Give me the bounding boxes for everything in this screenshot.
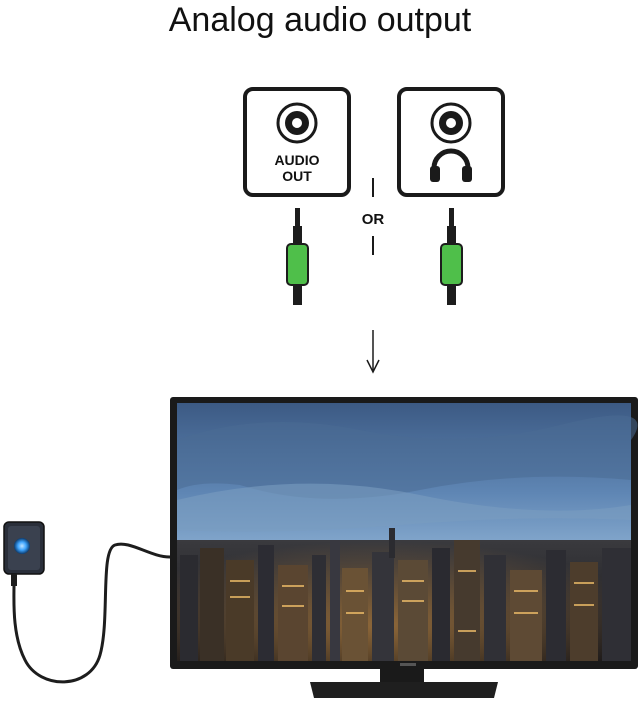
tv-screen-cityscape — [177, 403, 638, 661]
audio-out-label-line2: OUT — [282, 168, 312, 184]
audio-jack-icon — [276, 102, 318, 144]
page-title: Analog audio output — [168, 1, 472, 39]
power-led-icon — [14, 538, 30, 554]
audio-out-label-line1: AUDIO — [274, 152, 319, 168]
audio-plug-right — [440, 208, 463, 305]
headphones-icon — [430, 148, 472, 182]
audio-plug-left — [286, 208, 309, 305]
tv-stand — [310, 669, 498, 698]
headphone-port — [397, 87, 505, 197]
bluetooth-transmitter — [3, 521, 45, 586]
or-separator: OR — [362, 178, 385, 255]
audio-jack-icon-right — [430, 102, 472, 144]
or-label: OR — [362, 211, 385, 228]
down-arrow-icon — [366, 330, 380, 374]
audio-out-port: AUDIO OUT — [243, 87, 351, 197]
audio-cable — [12, 542, 171, 684]
television — [170, 397, 638, 698]
